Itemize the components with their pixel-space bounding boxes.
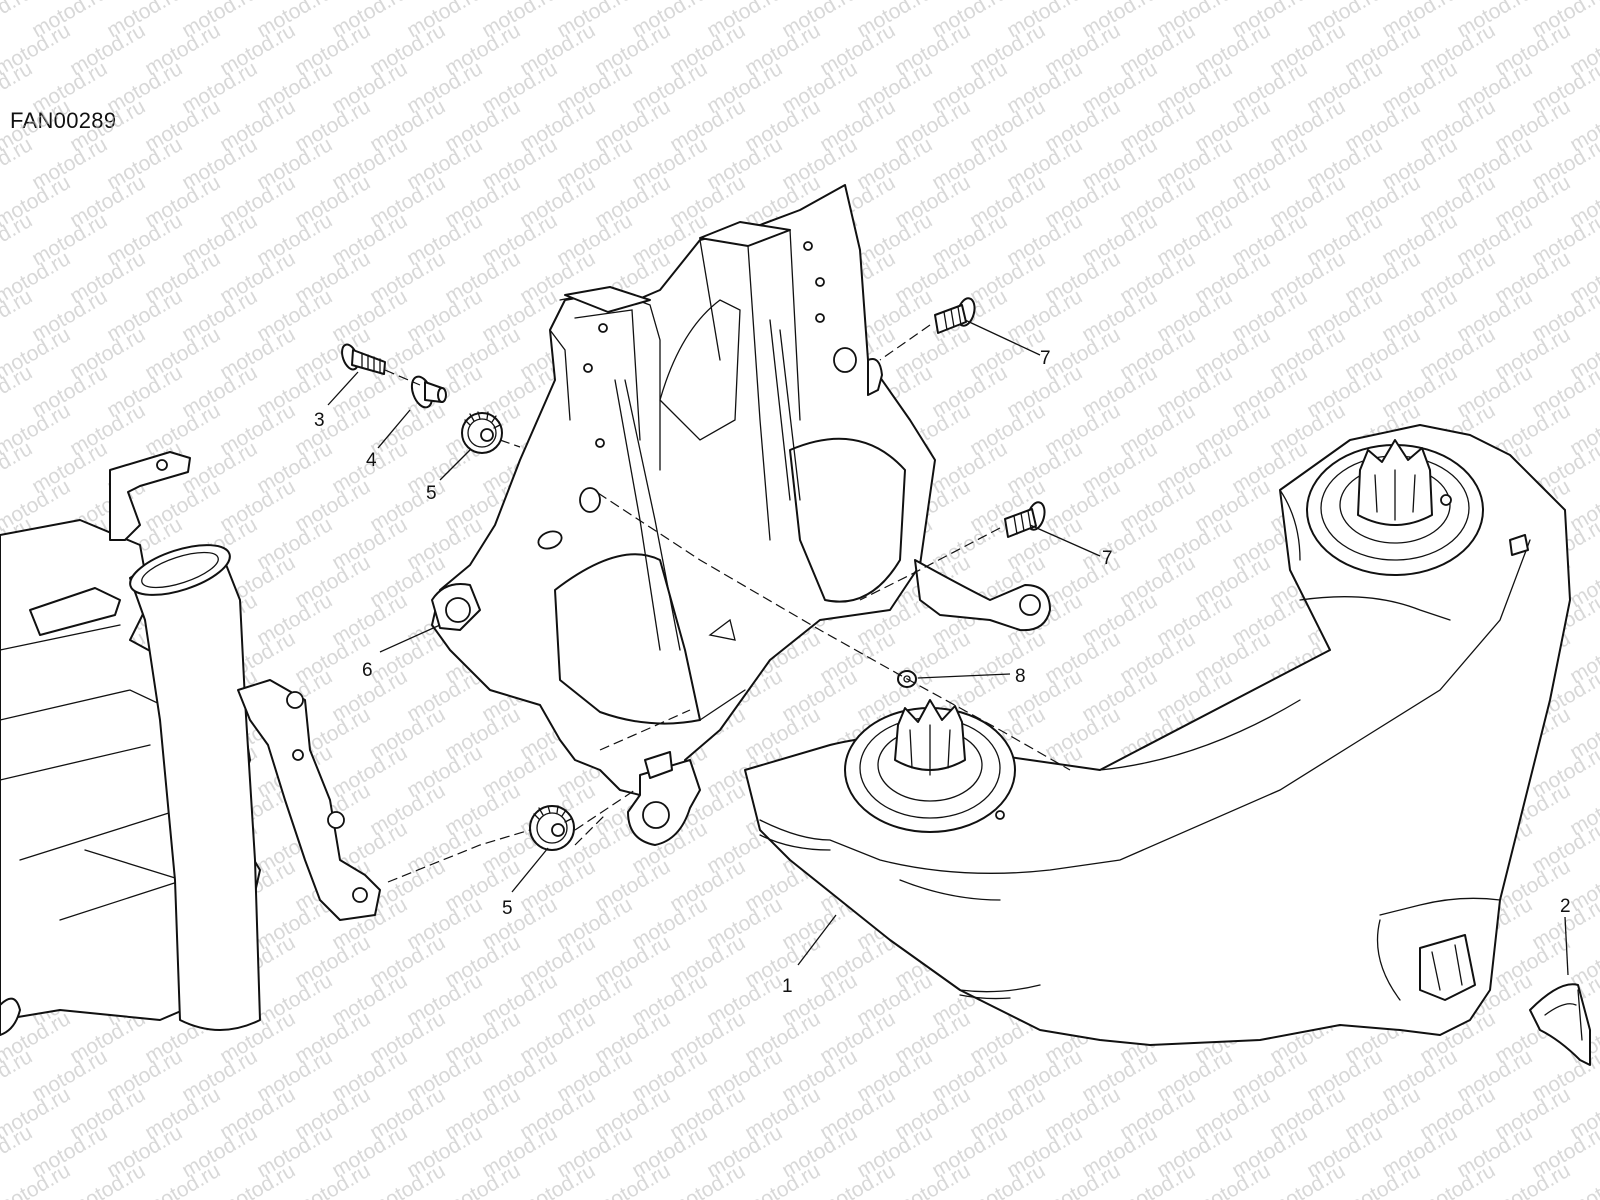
callout-labels: 3 4 5 6 7 7 8 5 1 2 [314,348,1571,997]
part-5-grommet-upper [461,411,503,454]
frame-steering-head [0,451,381,1036]
callout-8: 8 [1015,666,1026,687]
callout-1: 1 [782,976,793,997]
callout-7-upper: 7 [1040,348,1051,369]
callout-2: 2 [1560,896,1571,917]
assembly-lines [384,324,1071,883]
callout-4: 4 [366,450,377,471]
callout-3: 3 [314,410,325,431]
part-2-clip [1529,983,1591,1066]
leader-lines [327,319,1569,976]
diagram-code: FAN00289 [10,108,117,133]
callout-7-lower: 7 [1102,548,1113,569]
part-7-screw-upper [934,297,976,334]
part-6-headlight-bracket [431,184,1051,846]
part-5-grommet-lower [529,805,575,851]
part-7-screw-lower [1004,501,1046,538]
callout-6: 6 [362,660,373,681]
part-3-screw [341,343,386,375]
part-1-fairing [744,424,1571,1046]
callout-5-upper: 5 [426,483,437,504]
callout-5-lower: 5 [502,898,513,919]
